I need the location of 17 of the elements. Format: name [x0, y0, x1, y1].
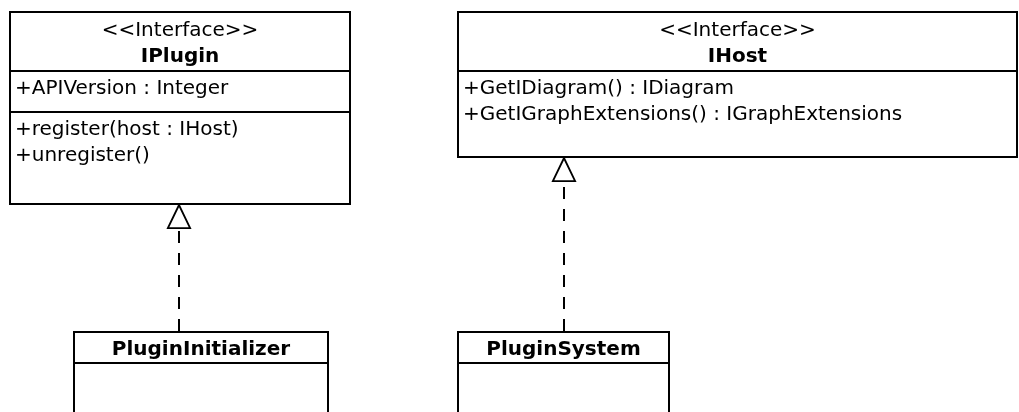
stereotype: <<Interface>> [101, 15, 259, 42]
realization-arrow [166, 204, 192, 332]
class-name: IHost [707, 41, 768, 68]
class-name: PluginInitializer [111, 334, 291, 361]
class-box [457, 11, 1018, 158]
realization-arrow [551, 157, 577, 332]
class-member: +GetIGraphExtensions() : IGraphExtensions [463, 100, 903, 126]
class-name: PluginSystem [486, 334, 641, 361]
class-member: +unregister() [15, 141, 150, 167]
class-box [9, 11, 351, 205]
class-box [457, 331, 670, 412]
stereotype: <<Interface>> [659, 15, 816, 42]
class-member: +APIVersion : Integer [15, 74, 229, 100]
class-member: +register(host : IHost) [15, 115, 239, 141]
class-name: IPlugin [140, 41, 220, 68]
class-member: +GetIDiagram() : IDiagram [463, 74, 734, 100]
class-box [73, 331, 329, 412]
